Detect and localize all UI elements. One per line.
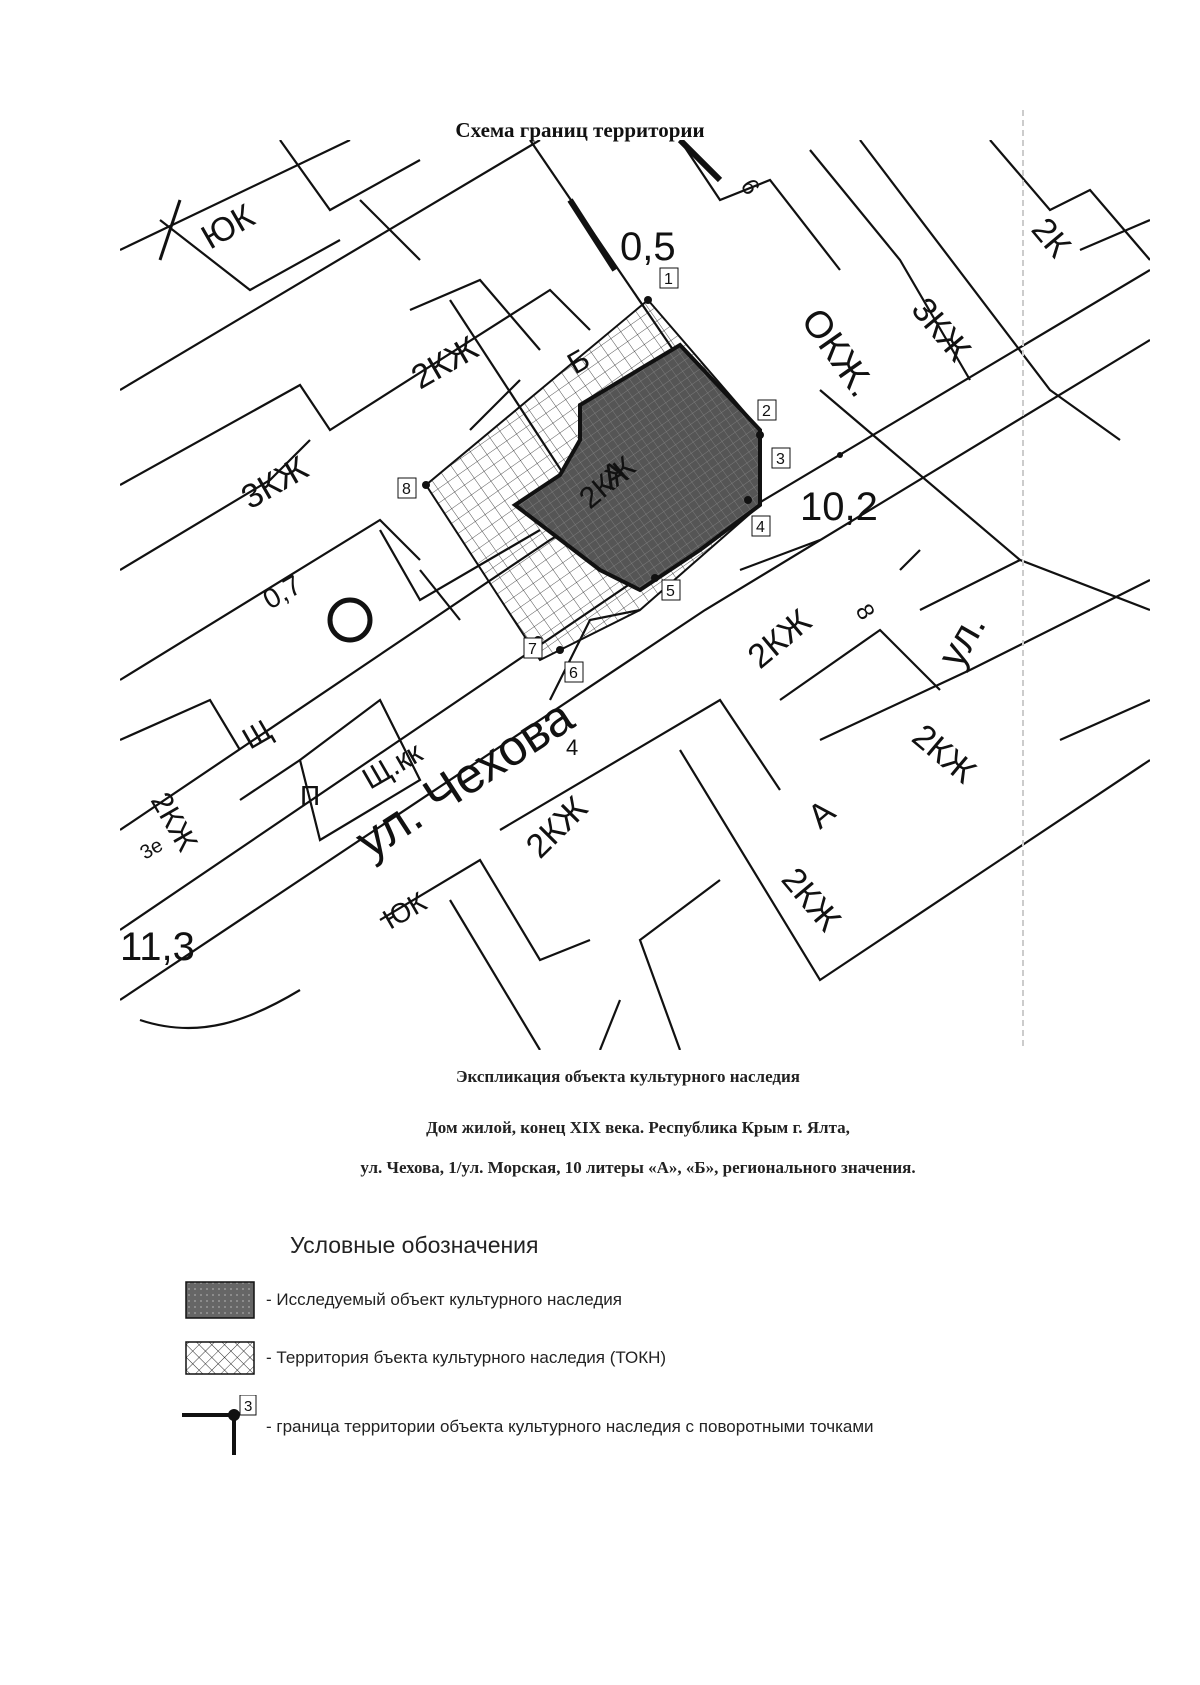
point-3: 3 [776, 451, 785, 468]
letter-p: П [300, 780, 320, 811]
label-12: 2К [1024, 211, 1078, 265]
point-7: 7 [528, 641, 537, 658]
label-7: 2КЖ [741, 602, 819, 676]
letter-sch: Щ [237, 713, 278, 756]
num-8: 8 [850, 600, 880, 625]
label-9: 2КЖ [774, 861, 848, 939]
letter-a-2: А [801, 792, 843, 836]
legend-title: Условные обозначения [290, 1232, 539, 1258]
num-6: 6 [735, 175, 765, 200]
label-3: 3КЖ [235, 449, 315, 517]
legend-territory-label: - Территория бъекта культурного наследия… [266, 1348, 667, 1367]
num-05: 0,5 [620, 225, 676, 269]
point-1: 1 [664, 271, 673, 288]
label-8: 2КЖ [905, 717, 983, 791]
explication-line-1: Дом жилой, конец XIX века. Республика Кр… [426, 1118, 850, 1137]
scan-artifact-line [1022, 110, 1024, 1050]
num-3e: 3е [137, 834, 167, 864]
explication-heading: Экспликация объекта культурного наследия [455, 1067, 800, 1086]
point-2: 2 [762, 403, 771, 420]
label-6: 2КЖ [519, 789, 595, 865]
legend-item-territory: - Территория бъекта культурного наследия… [180, 1338, 666, 1378]
point-5: 5 [666, 583, 675, 600]
num-4: 4 [566, 735, 578, 760]
legend-object-swatch [180, 1280, 258, 1320]
map-markers [158, 140, 723, 643]
map-title: Схема границ территории [455, 118, 705, 142]
legend-item-boundary: 3 - граница территории объекта культурно… [180, 1395, 874, 1459]
label-11: 3КЖ [904, 291, 978, 369]
point-labels: 1 2 3 4 5 6 7 8 [397, 267, 791, 683]
num-113: 11,3 [120, 925, 195, 969]
legend-territory-swatch [180, 1338, 258, 1378]
num-07: 0,7 [258, 569, 307, 615]
label-1: ЮК [195, 197, 261, 257]
legend-boundary-label: - граница территории объекта культурного… [266, 1417, 874, 1436]
num-102: 10,2 [800, 485, 878, 529]
point-8: 8 [402, 481, 411, 498]
street-ul: ул. [930, 606, 995, 674]
point-4: 4 [756, 519, 765, 536]
explication-line-2: ул. Чехова, 1/ул. Морская, 10 литеры «А»… [360, 1158, 916, 1177]
cadastral-map: 1 2 3 4 5 6 7 8 ЮК 2КЖ 3КЖ 2КЖ ЮК 2КЖ 2К… [120, 140, 1150, 1050]
legend-item-object: - Исследуемый объект культурного наследи… [180, 1280, 622, 1320]
legend-object-label: - Исследуемый объект культурного наследи… [266, 1290, 623, 1309]
point-6: 6 [569, 665, 578, 682]
map-canvas: 1 2 3 4 5 6 7 8 ЮК 2КЖ 3КЖ 2КЖ ЮК 2КЖ 2К… [120, 140, 1150, 1050]
heritage-object [511, 342, 762, 593]
legend-boundary-marker: 3 [244, 1398, 252, 1415]
legend-boundary-swatch: 3 [180, 1395, 258, 1459]
street-okhl: ОКЖ. [793, 301, 883, 405]
